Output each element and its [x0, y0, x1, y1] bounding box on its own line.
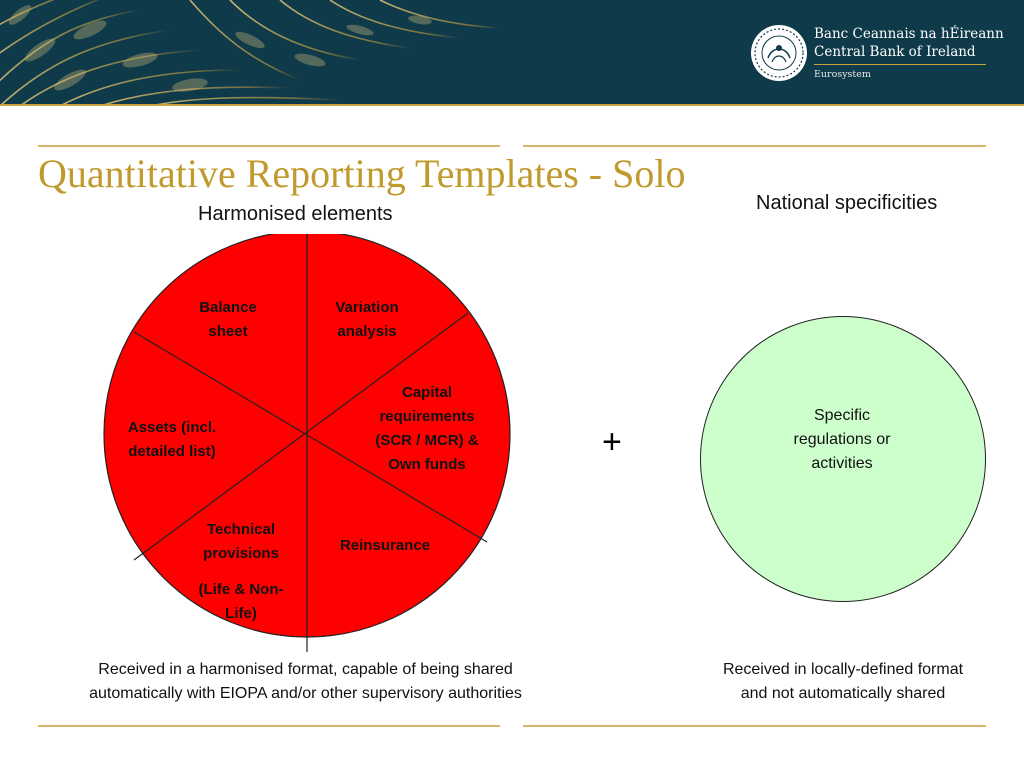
national-line: Specific	[813, 407, 871, 424]
segment-technical-provisions: Technical provisions	[186, 518, 296, 566]
bank-name-english: Central Bank of Ireland	[814, 44, 976, 60]
central-bank-seal-logo	[751, 25, 807, 81]
segment-balance-sheet: Balance sheet	[178, 296, 278, 344]
segment-line: (SCR / MCR) &	[375, 432, 479, 449]
segment-line: Technical	[206, 521, 276, 538]
segment-line: sheet	[208, 323, 248, 340]
national-caption: Received in locally-defined format and n…	[690, 658, 996, 706]
segment-line: Capital	[401, 384, 452, 401]
caption-line: automatically with EIOPA and/or other su…	[89, 685, 522, 702]
segment-reinsurance: Reinsurance	[325, 534, 445, 558]
leaf-pattern-decoration	[0, 0, 501, 106]
segment-line: Assets (incl.	[127, 419, 217, 436]
segment-line: provisions	[203, 545, 279, 562]
top-rule-right	[523, 145, 986, 147]
top-rule-left	[38, 145, 500, 147]
bank-name-divider	[814, 64, 986, 65]
segment-line: (Life & Non-	[198, 581, 284, 598]
segment-variation-analysis: Variation analysis	[317, 296, 417, 344]
caption-line: Received in a harmonised format, capable…	[98, 661, 513, 678]
segment-line: requirements	[379, 408, 475, 425]
national-circle-text: Specific regulations or activities	[760, 404, 924, 476]
eurosystem-label: Eurosystem	[814, 69, 871, 80]
national-specificities-circle	[700, 316, 986, 602]
bottom-rule-right	[523, 725, 986, 727]
segment-line: detailed list)	[128, 443, 216, 460]
banner-gold-rule	[0, 104, 1024, 106]
caption-line: Received in locally-defined format	[722, 661, 964, 678]
bottom-rule-left	[38, 725, 500, 727]
harmonised-caption: Received in a harmonised format, capable…	[38, 658, 573, 706]
header-banner: Banc Ceannais na hÉireann Central Bank o…	[0, 0, 1024, 106]
national-line: regulations or	[793, 431, 891, 448]
harmonised-elements-heading: Harmonised elements	[198, 203, 393, 225]
segment-capital-requirements: Capital requirements (SCR / MCR) & Own f…	[360, 381, 494, 477]
segment-line: Reinsurance	[339, 537, 431, 554]
national-line: activities	[811, 455, 873, 472]
segment-line: Balance	[199, 299, 257, 316]
segment-line: Variation	[335, 299, 399, 316]
caption-line: and not automatically shared	[740, 685, 946, 702]
segment-line: analysis	[337, 323, 397, 340]
segment-assets: Assets (incl. detailed list)	[112, 416, 232, 464]
segment-line: Life)	[225, 605, 257, 622]
harmonised-elements-pie	[103, 234, 511, 652]
plus-sign: +	[602, 423, 622, 461]
bank-name-irish: Banc Ceannais na hÉireann	[814, 26, 1004, 42]
national-specificities-heading: National specificities	[756, 192, 938, 214]
segment-line: Own funds	[388, 456, 466, 473]
segment-life-non-life: (Life & Non- Life)	[186, 578, 296, 626]
page-title: Quantitative Reporting Templates - Solo	[38, 151, 686, 196]
